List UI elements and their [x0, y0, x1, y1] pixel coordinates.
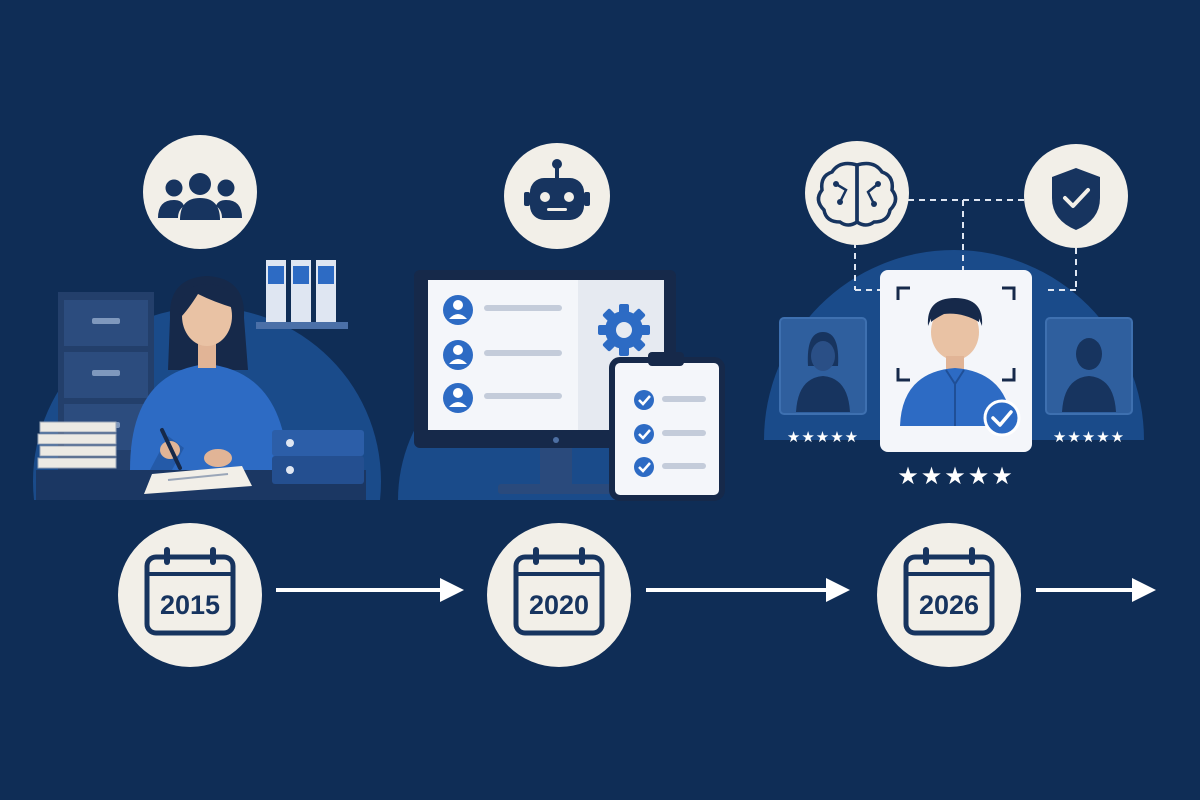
star-rating-selected: ★★★★★ [897, 462, 1015, 490]
timeline-arrows [276, 578, 1156, 602]
calendar-2026: 2026 [877, 523, 1021, 667]
candidate-list [443, 295, 562, 413]
svg-text:★★★★★: ★★★★★ [787, 428, 859, 446]
calendar-2020: 2020 [487, 523, 631, 667]
scene-2015 [32, 135, 381, 500]
paper-stack [37, 421, 117, 469]
year-label: 2015 [160, 590, 220, 620]
woman-at-desk [130, 276, 288, 470]
candidate-card-right [1045, 317, 1133, 415]
scene-2020 [398, 143, 725, 501]
calendar-icon [513, 547, 605, 636]
shield-check-icon [1024, 144, 1128, 248]
brain-network-icon [805, 141, 909, 245]
svg-text:★★★★★: ★★★★★ [1053, 428, 1125, 446]
year-label: 2020 [529, 590, 589, 620]
robot-icon [504, 143, 610, 249]
calendar-2015: 2015 [118, 523, 262, 667]
calendar-icon [144, 547, 236, 636]
ai-connectors [854, 199, 1077, 291]
people-group-icon [143, 135, 257, 249]
star-rating-right: ★★★★★ [1053, 428, 1125, 446]
candidate-card-left [779, 317, 867, 415]
gear-icon [598, 304, 650, 356]
svg-text:★★★★★: ★★★★★ [897, 462, 1015, 490]
paper-sheet [144, 466, 252, 494]
candidate-card-selected [880, 270, 1032, 452]
year-label: 2026 [919, 590, 979, 620]
calendar-icon [903, 547, 995, 636]
scene-2026: ★★★★★ ★★★★★ [764, 141, 1144, 490]
clipboard-checklist [609, 352, 725, 501]
star-rating-left: ★★★★★ [787, 428, 859, 446]
file-boxes [272, 430, 364, 484]
binders-shelf [256, 260, 348, 329]
